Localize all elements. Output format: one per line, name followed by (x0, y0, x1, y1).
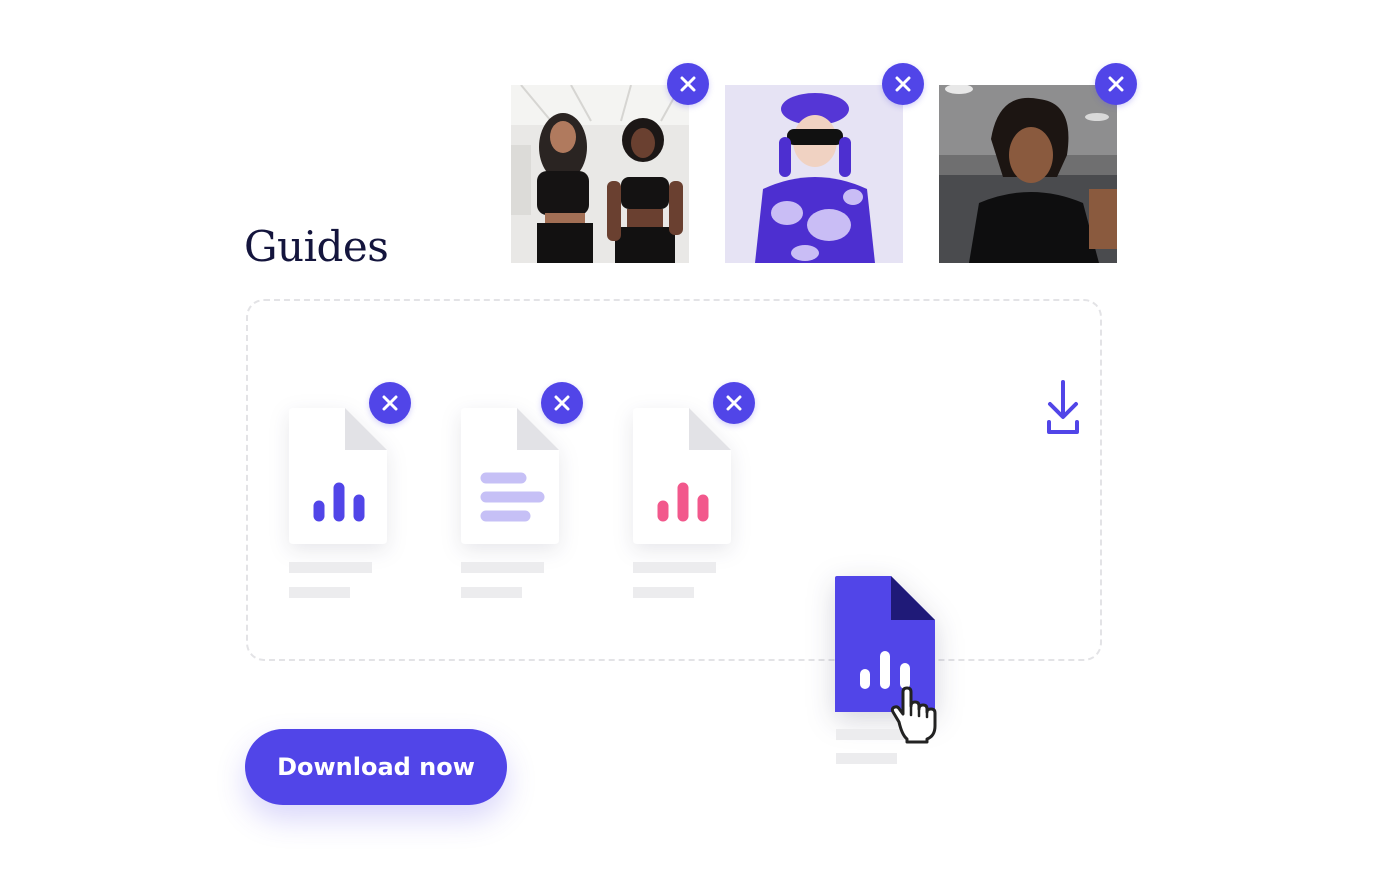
file-card-chart[interactable] (289, 408, 387, 544)
download-icon[interactable] (1042, 378, 1084, 438)
file-name-placeholder (289, 562, 372, 573)
hand-cursor-icon (882, 682, 944, 744)
file-meta-placeholder (289, 587, 350, 598)
remove-file-1-button[interactable] (369, 382, 411, 424)
close-icon (680, 76, 696, 92)
close-icon (1108, 76, 1124, 92)
remove-file-2-button[interactable] (541, 382, 583, 424)
photo-dancers[interactable] (511, 85, 689, 263)
file-meta-placeholder (461, 587, 522, 598)
file-meta-placeholder (836, 753, 897, 764)
file-card-chart-pink[interactable] (633, 408, 731, 544)
bar-chart-icon (313, 482, 365, 522)
close-icon (726, 395, 742, 411)
photo-man-dreadlocks[interactable] (939, 85, 1117, 263)
close-icon (554, 395, 570, 411)
remove-photo-beret-button[interactable] (882, 63, 924, 105)
close-icon (895, 76, 911, 92)
close-icon (382, 395, 398, 411)
text-lines-icon (480, 472, 545, 522)
drop-zone[interactable] (246, 299, 1102, 661)
file-meta-placeholder (633, 587, 694, 598)
bar-chart-icon (657, 482, 709, 522)
photo-purple-beret[interactable] (725, 85, 903, 263)
file-card-text[interactable] (461, 408, 559, 544)
remove-file-3-button[interactable] (713, 382, 755, 424)
file-name-placeholder (461, 562, 544, 573)
download-now-button[interactable]: Download now (245, 729, 507, 805)
remove-photo-dancers-button[interactable] (667, 63, 709, 105)
remove-photo-man-button[interactable] (1095, 63, 1137, 105)
file-name-placeholder (836, 729, 919, 740)
bar-chart-icon (860, 651, 910, 689)
page-title: Guides (244, 222, 389, 271)
dragged-file[interactable] (835, 576, 935, 712)
file-name-placeholder (633, 562, 716, 573)
